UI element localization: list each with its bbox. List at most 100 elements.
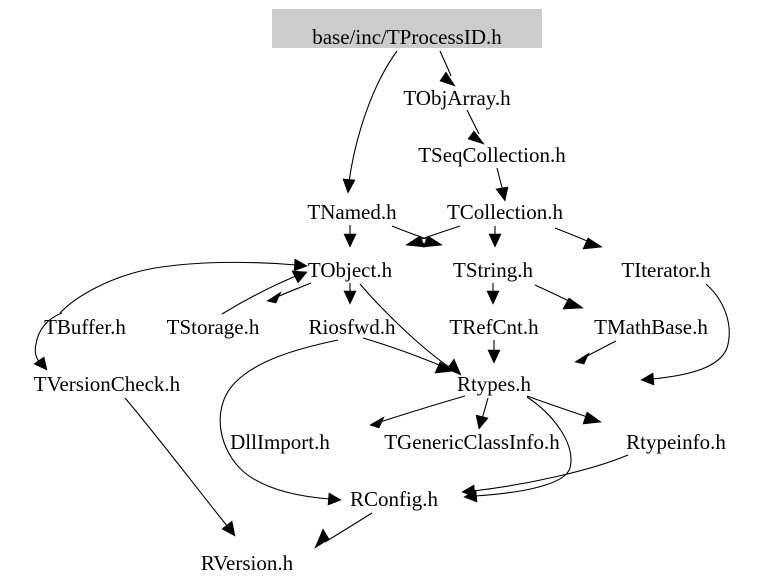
- edge-line: [526, 395, 591, 419]
- edge-Riosfwd-RConfig: [219, 339, 342, 506]
- arrow-head-icon: [487, 349, 501, 364]
- edge-line: [466, 109, 480, 135]
- graph-node-riosfwd[interactable]: Riosfwd.h: [309, 315, 396, 339]
- node-label: TObjArray.h: [403, 86, 511, 110]
- edge-TMathBase-Rtypes: [574, 340, 617, 365]
- graph-node-tbuffer[interactable]: TBuffer.h: [44, 315, 126, 339]
- node-label: Rtypes.h: [457, 372, 532, 396]
- graph-node-tversioncheck[interactable]: TVersionCheck.h: [34, 372, 181, 396]
- graph-node-tobjarray[interactable]: TObjArray.h: [403, 86, 511, 110]
- node-label: TVersionCheck.h: [34, 372, 181, 396]
- edge-line: [474, 396, 572, 497]
- graph-node-tstorage[interactable]: TStorage.h: [167, 315, 260, 339]
- graph-node-rtypeinfo[interactable]: Rtypeinfo.h: [626, 430, 726, 454]
- arrow-head-icon: [446, 358, 462, 376]
- arrow-head-icon: [495, 186, 509, 202]
- edge-TCollection-TObject: [405, 225, 461, 248]
- node-label: TStorage.h: [167, 315, 260, 339]
- arrow-head-icon: [33, 356, 48, 371]
- node-label: TString.h: [453, 258, 533, 282]
- arrow-head-icon: [467, 130, 485, 145]
- edge-line: [481, 397, 489, 420]
- graph-node-tstring[interactable]: TString.h: [453, 258, 533, 282]
- node-label: Rtypeinfo.h: [626, 430, 726, 454]
- node-label: TIterator.h: [621, 258, 711, 282]
- edge-TString-TRefCnt: [486, 283, 500, 305]
- arrow-head-icon: [405, 235, 426, 248]
- graph-node-tobject[interactable]: TObject.h: [308, 258, 393, 282]
- arrow-head-icon: [439, 71, 456, 87]
- graph-node-tnamed[interactable]: TNamed.h: [307, 200, 397, 224]
- node-label: TRefCnt.h: [449, 315, 539, 339]
- edge-TObjArray-TSeqCollection: [466, 109, 485, 145]
- arrow-head-icon: [434, 361, 455, 374]
- node-label: TNamed.h: [307, 200, 397, 224]
- edge-TProcessID-TNamed: [342, 50, 398, 194]
- edge-TObject-Rtypes: [359, 283, 462, 376]
- edge-line: [496, 167, 504, 192]
- edge-line: [59, 261, 297, 314]
- edge-line: [221, 275, 297, 315]
- arrow-head-icon: [343, 233, 357, 248]
- graph-node-rversion[interactable]: RVersion.h: [201, 551, 294, 575]
- edge-Riosfwd-Rtypes: [362, 337, 455, 374]
- edge-line: [651, 283, 730, 380]
- edges-layer: [33, 50, 730, 549]
- edge-RConfig-RVersion: [314, 512, 373, 549]
- graph-node-tprocessid[interactable]: base/inc/TProcessID.h: [272, 9, 542, 49]
- edge-TNamed-TString: [391, 225, 443, 248]
- edge-line: [439, 50, 452, 77]
- edge-Rtypes-TGenericClassInfo: [475, 397, 489, 430]
- graph-node-titerator[interactable]: TIterator.h: [621, 258, 711, 282]
- graph-node-tmathbase[interactable]: TMathBase.h: [594, 315, 708, 339]
- graph-node-tgenericclassinfo[interactable]: TGenericClassInfo.h: [384, 430, 560, 454]
- edge-Rtypeinfo-RConfig: [461, 454, 629, 498]
- node-label: base/inc/TProcessID.h: [312, 25, 502, 49]
- edge-TObject-TStorage: [266, 282, 312, 304]
- arrow-head-icon: [488, 233, 502, 248]
- edge-Rtypes-Rtypeinfo: [526, 395, 602, 425]
- edge-TObject-Riosfwd: [343, 283, 357, 305]
- arrow-head-icon: [327, 492, 342, 506]
- edge-TNamed-TObject: [343, 225, 357, 248]
- node-label: TMathBase.h: [594, 315, 708, 339]
- edge-TBuffer-TVersionCheck: [33, 312, 63, 371]
- arrow-head-icon: [293, 258, 308, 272]
- node-label: TBuffer.h: [44, 315, 126, 339]
- arrow-head-icon: [422, 235, 443, 248]
- node-label: TGenericClassInfo.h: [384, 430, 560, 454]
- arrow-head-icon: [582, 237, 603, 250]
- node-label: RConfig.h: [350, 487, 439, 511]
- node-label: TCollection.h: [447, 200, 564, 224]
- node-label: DllImport.h: [230, 430, 330, 454]
- graph-node-tcollection[interactable]: TCollection.h: [447, 200, 564, 224]
- edge-TString-TMathBase: [534, 284, 584, 310]
- edge-line: [584, 340, 617, 358]
- arrow-head-icon: [582, 411, 602, 425]
- edge-Rtypes-DllImport: [369, 395, 466, 429]
- node-label: RVersion.h: [201, 551, 294, 575]
- edge-line: [219, 339, 339, 500]
- edge-line: [472, 454, 629, 492]
- graph-node-tseqcollection[interactable]: TSeqCollection.h: [418, 143, 566, 167]
- edge-line: [362, 337, 445, 368]
- edge-TCollection-TString: [488, 226, 502, 248]
- edge-line: [124, 397, 229, 528]
- graph-node-rtypes[interactable]: Rtypes.h: [457, 372, 532, 396]
- graph-node-trefcnt[interactable]: TRefCnt.h: [449, 315, 539, 339]
- arrow-head-icon: [221, 520, 236, 537]
- edge-line: [415, 225, 461, 242]
- edge-line: [379, 395, 466, 423]
- arrow-head-icon: [314, 528, 330, 549]
- edge-line: [34, 312, 63, 364]
- arrow-head-icon: [343, 290, 357, 305]
- root-node-highlight: [272, 9, 542, 48]
- graph-node-dllimport[interactable]: DllImport.h: [230, 430, 330, 454]
- edge-line: [359, 283, 453, 370]
- node-label: Riosfwd.h: [309, 315, 396, 339]
- graph-node-rconfig[interactable]: RConfig.h: [350, 487, 439, 511]
- arrow-head-icon: [461, 484, 476, 498]
- node-label: TSeqCollection.h: [418, 143, 566, 167]
